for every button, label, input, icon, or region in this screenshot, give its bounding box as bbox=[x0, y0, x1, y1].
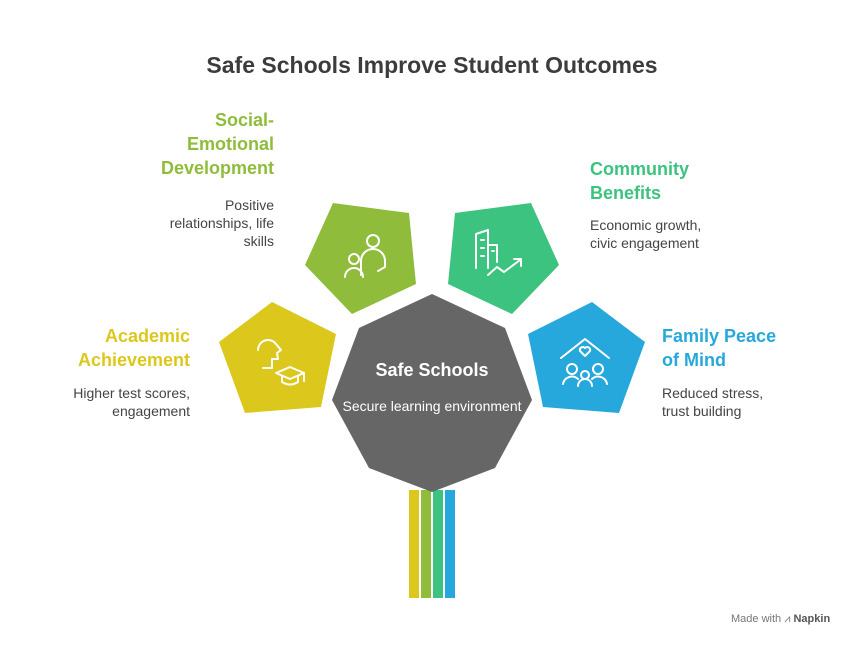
watermark-prefix: Made with bbox=[731, 613, 782, 625]
center-title: Safe Schools bbox=[375, 360, 489, 380]
city-growth-icon bbox=[475, 229, 522, 276]
family-pentagon bbox=[528, 302, 645, 413]
family-home-icon bbox=[560, 338, 610, 387]
watermark-brand: Napkin bbox=[793, 613, 831, 625]
stem-bar-academic bbox=[409, 490, 419, 598]
academic-heading: Academic Achievement bbox=[77, 326, 190, 370]
center-heptagon bbox=[332, 294, 532, 492]
stem-bar-family bbox=[445, 490, 455, 598]
community-description: Economic growth, civic engagement bbox=[590, 217, 702, 251]
center-subtitle: Secure learning environment bbox=[342, 398, 522, 414]
watermark[interactable]: Made with ⩘ Napkin bbox=[731, 613, 830, 626]
stem-bar-community bbox=[433, 490, 443, 598]
social-description: Positive relationships, life skills bbox=[169, 197, 274, 249]
social-heading: Social-Emotional Development bbox=[160, 110, 274, 178]
stem-bar-social bbox=[421, 490, 431, 598]
graduation-icon bbox=[257, 339, 305, 386]
family-heading: Family Peace of Mind bbox=[662, 326, 777, 370]
people-icon bbox=[344, 234, 386, 278]
academic-description: Higher test scores, engagement bbox=[73, 385, 190, 419]
community-pentagon bbox=[448, 203, 559, 314]
diagram-title: Safe Schools Improve Student Outcomes bbox=[206, 52, 658, 78]
napkin-logo-icon: ⩘ bbox=[784, 613, 791, 625]
community-heading: Community Benefits bbox=[590, 159, 689, 203]
family-description: Reduced stress, trust building bbox=[662, 385, 764, 419]
